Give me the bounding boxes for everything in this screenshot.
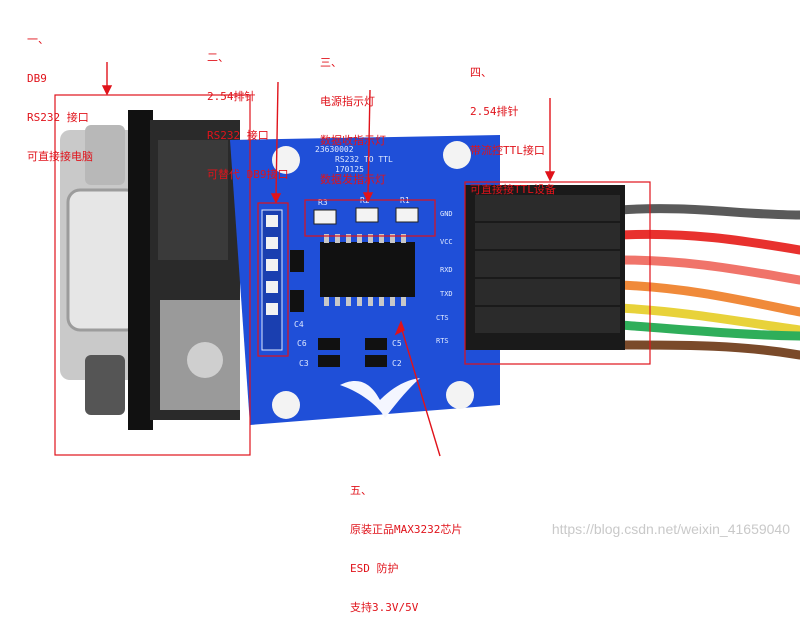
annotation-db9-line-2: DB9 [27,72,47,85]
annotation-leds-line-1: 三、 [320,56,342,69]
annotation-chip-line-2: 原装正品MAX3232芯片 [350,523,463,536]
annotation-leds-line-4: 数据发指示灯 [320,173,386,186]
annotation-header-line-1: 二、 [207,51,229,64]
annotation-db9: 一、 DB9 RS232 接口 可直接接电脑 [27,7,93,176]
box-ttl-header [464,181,651,365]
bird-logo [340,378,420,418]
pin-label-vcc: VCC [440,238,453,246]
box-db9 [54,94,251,456]
annotation-header-line-2: 2.54排针 [207,90,256,103]
cap-label-c6: C6 [297,339,307,348]
annotation-db9-line-4: 可直接接电脑 [27,150,93,163]
cap-label-c4: C4 [294,320,304,329]
cap-label-c2: C2 [392,359,402,368]
annotation-chip-line-1: 五、 [350,484,372,497]
annotation-header: 二、 2.54排针 RS232 接口 可替代 DB9接口 [207,25,289,194]
annotation-db9-line-3: RS232 接口 [27,111,89,124]
annotation-boxes [54,94,651,456]
box-leds [304,199,436,237]
annotation-leds-line-3: 数据收指示灯 [320,134,386,147]
box-header-pins [257,202,289,357]
watermark: https://blog.csdn.net/weixin_41659040 [551,521,790,537]
annotation-ttl-line-1: 四、 [470,66,492,79]
pin-label-txd: TXD [440,290,453,298]
silk-line-2: RS232 TO TTL [335,155,393,164]
silk-line-1: 23630002 [315,145,354,154]
pin-label-cts: CTS [436,314,449,322]
pin-label-rxd: RXD [440,266,453,274]
annotation-ttl-line-2: 2.54排针 [470,105,519,118]
led-label-r3: R3 [318,198,328,207]
cap-label-c3: C3 [299,359,309,368]
silk-line-3: 170125 [335,165,364,174]
product-photo: 23630002 RS232 TO TTL 170125 R3 R2 R1 GN… [54,62,800,457]
annotation-leds-line-2: 电源指示灯 [320,95,375,108]
cap-label-c5: C5 [392,339,402,348]
max3232-chip [320,234,415,306]
annotation-ttl: 四、 2.54排针 带流控TTL接口 可直接接TTL设备 [470,40,556,209]
annotation-leds: 三、 电源指示灯 数据收指示灯 数据发指示灯 [320,30,386,199]
pin-label-gnd: GND [440,210,453,218]
annotation-chip-line-4: 支持3.3V/5V [350,601,419,614]
wire-bundle [615,204,800,360]
pcb-board [230,135,625,425]
annotation-header-line-4: 可替代 DB9接口 [207,168,289,181]
db9-connector [60,110,240,430]
annotation-arrows [101,62,556,457]
annotation-ttl-line-4: 可直接接TTL设备 [470,183,556,196]
annotation-db9-line-1: 一、 [27,33,49,46]
annotation-chip-line-3: ESD 防护 [350,562,399,575]
annotation-header-line-3: RS232 接口 [207,129,269,142]
annotation-ttl-line-3: 带流控TTL接口 [470,144,545,157]
pin-label-rts: RTS [436,337,449,345]
